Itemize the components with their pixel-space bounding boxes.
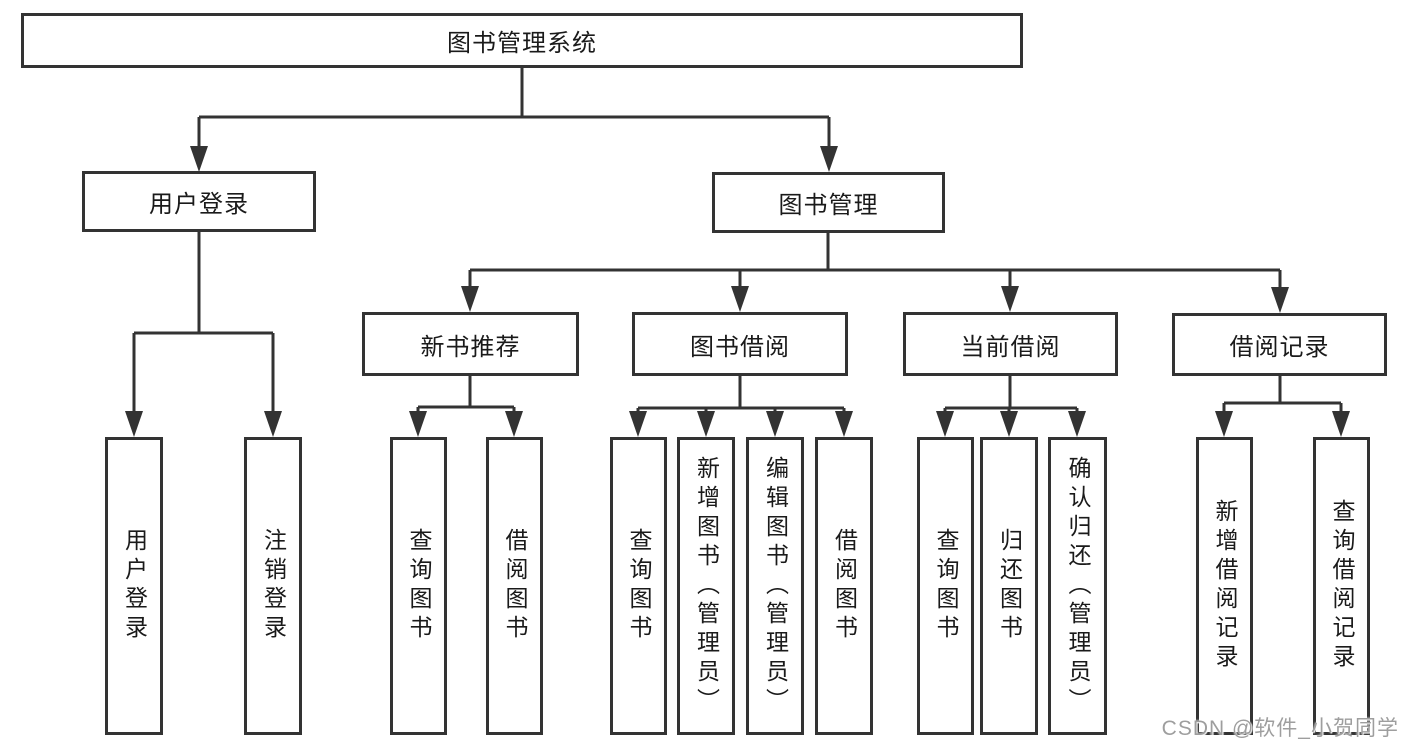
leaf-current-query-books: 查询图书 xyxy=(917,437,974,735)
node-borrow-record: 借阅记录 xyxy=(1172,313,1387,376)
leaf-label: 借阅图书 xyxy=(831,528,858,644)
tree-edges xyxy=(132,68,1343,414)
node-user-login: 用户登录 xyxy=(82,171,316,232)
leaf-label: 编辑图书（管理员） xyxy=(762,455,789,717)
leaf-label: 查询图书 xyxy=(626,528,652,644)
leaf-current-confirm-return-admin: 确认归还（管理员） xyxy=(1048,437,1107,735)
node-new-book-recommend: 新书推荐 xyxy=(362,312,579,376)
csdn-watermark: CSDN @软件_小贺同学 xyxy=(1161,717,1399,740)
node-root-system: 图书管理系统 xyxy=(21,13,1023,68)
leaf-borrow-add-books-admin: 新增图书（管理员） xyxy=(677,437,735,735)
leaf-label: 查询借阅记录 xyxy=(1329,499,1355,673)
leaf-label: 归还图书 xyxy=(996,528,1023,644)
node-current-borrow: 当前借阅 xyxy=(903,312,1118,376)
leaf-current-return-books: 归还图书 xyxy=(980,437,1038,735)
leaf-label: 新增图书（管理员） xyxy=(693,455,720,717)
leaf-newrec-borrow-books: 借阅图书 xyxy=(486,437,543,735)
leaf-label: 查询图书 xyxy=(406,528,432,644)
leaf-label: 用户登录 xyxy=(121,528,148,644)
leaf-record-add-borrow-record: 新增借阅记录 xyxy=(1196,437,1253,735)
leaf-user-login: 用户登录 xyxy=(105,437,163,735)
leaf-label: 查询图书 xyxy=(933,528,959,644)
leaf-logout: 注销登录 xyxy=(244,437,302,735)
leaf-label: 新增借阅记录 xyxy=(1212,499,1238,673)
leaf-borrow-query-books: 查询图书 xyxy=(610,437,667,735)
arrowheads xyxy=(125,146,1350,437)
leaf-label: 借阅图书 xyxy=(502,528,528,644)
leaf-borrow-borrow-books: 借阅图书 xyxy=(815,437,873,735)
node-book-borrow: 图书借阅 xyxy=(632,312,848,376)
leaf-newrec-query-books: 查询图书 xyxy=(390,437,447,735)
leaf-label: 确认归还（管理员） xyxy=(1065,455,1091,717)
leaf-label: 注销登录 xyxy=(260,528,287,644)
node-book-management: 图书管理 xyxy=(712,172,945,233)
leaf-borrow-edit-books-admin: 编辑图书（管理员） xyxy=(746,437,804,735)
leaf-record-query-borrow-record: 查询借阅记录 xyxy=(1313,437,1370,735)
